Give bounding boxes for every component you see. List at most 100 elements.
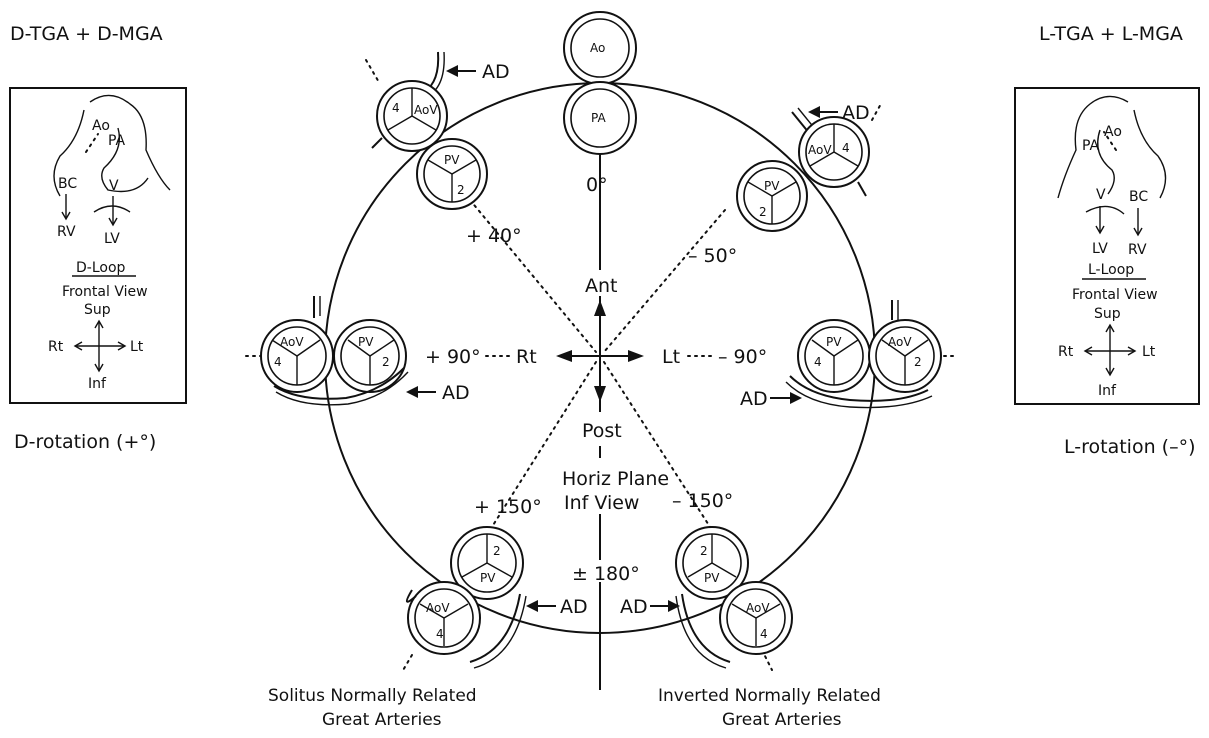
ad-duct-minus150 (681, 593, 731, 663)
angle-pm180: ± 180° (572, 563, 640, 585)
pv-comm-2-plus90: 2 (382, 355, 390, 369)
left-loop-label: D-Loop (76, 260, 126, 276)
plus150-axis (489, 361, 597, 531)
caption-inverted-line2: Great Arteries (722, 710, 842, 730)
post-label: Post (582, 420, 622, 442)
left-panel-frame (9, 87, 187, 404)
left-rt-label: Rt (48, 339, 64, 355)
post-arrowhead (594, 386, 606, 402)
caption-solitus-line2: Great Arteries (322, 710, 442, 730)
aov-label-plus150: AoV (426, 601, 450, 615)
title-l-tga: L-TGA + L-MGA (1039, 23, 1183, 45)
left-bc-label: BC (58, 176, 77, 192)
pv-comm-4-minus90: 4 (814, 355, 822, 369)
aov-comm-4-plus150: 4 (436, 627, 444, 641)
ad-label-plus40: AD (482, 61, 510, 83)
aov-comm-2-minus90: 2 (914, 355, 922, 369)
aov-comm-4-plus40: 4 (392, 101, 400, 115)
aov-comm-4-minus50: 4 (842, 141, 850, 155)
left-ao-label: Ao (92, 118, 110, 134)
aov-label-plus40: AoV (414, 103, 438, 117)
right-view-label: Frontal View (1072, 287, 1158, 303)
ad-duct-plus150 (469, 593, 521, 663)
valves-minus50: AoV 4 PV 2 AD (736, 102, 870, 232)
ad-label-minus150: AD (620, 596, 648, 618)
ad-label-plus90: AD (442, 382, 470, 404)
angle-0: 0° (586, 174, 608, 196)
right-loop-label: L-Loop (1088, 262, 1134, 278)
pa-label-0deg: PA (591, 111, 606, 125)
pv-label-minus150: PV (704, 571, 720, 585)
pv-label-plus150: PV (480, 571, 496, 585)
pv-comm-2-minus50: 2 (759, 205, 767, 219)
aortic-valve-0deg (570, 18, 630, 78)
caption-solitus-line1: Solitus Normally Related (268, 686, 477, 706)
pv-comm-2-plus150: 2 (493, 544, 501, 558)
minus150-axis (603, 361, 713, 531)
lt-label: Lt (662, 346, 680, 368)
pv-comm-2-plus40: 2 (457, 183, 465, 197)
left-lt-label: Lt (130, 339, 144, 355)
minus50-axis (603, 209, 726, 353)
left-view-label: Frontal View (62, 284, 148, 300)
aov-label-plus90: AoV (280, 335, 304, 349)
left-frontal-view-panel: Ao PA BC V RV LV D-Loop Frontal View Sup… (9, 87, 187, 404)
angle-plus90: + 90° (425, 346, 481, 368)
angle-minus90: – 90° (718, 346, 767, 368)
aov-comm-4-minus150: 4 (760, 627, 768, 641)
valves-minus150: 2 PV AoV 4 AD (620, 526, 793, 669)
ad-duct-plus90 (273, 367, 405, 400)
ad-duct-minus90 (789, 375, 929, 402)
valves-plus90: AoV 4 PV 2 AD (260, 296, 470, 406)
right-v-label: V (1096, 187, 1106, 203)
aov-label-minus150: AoV (746, 601, 770, 615)
left-inf-label: Inf (88, 376, 107, 392)
plus40-axis (469, 199, 597, 353)
aov-comm-4-plus90: 4 (274, 355, 282, 369)
angle-plus150: + 150° (474, 496, 542, 518)
angle-minus150: – 150° (672, 490, 733, 512)
left-lv-label: LV (104, 231, 120, 247)
ad-label-minus90: AD (740, 388, 768, 410)
left-rv-label: RV (57, 224, 76, 240)
right-heart-outline (1057, 95, 1129, 199)
valves-plus40: 4 AoV PV 2 AD (371, 51, 510, 210)
right-lv-label: LV (1092, 241, 1108, 257)
right-rv-label: RV (1128, 242, 1147, 258)
aov-label-minus90: AoV (888, 335, 912, 349)
pv-comm-2-minus150: 2 (700, 544, 708, 558)
aov-label-minus50: AoV (808, 143, 832, 157)
pv-label-minus50: PV (764, 179, 780, 193)
right-pa-label: PA (1082, 138, 1100, 154)
ant-arrowhead (594, 300, 606, 316)
title-d-tga: D-TGA + D-MGA (10, 23, 163, 45)
right-inf-label: Inf (1098, 383, 1117, 399)
left-sup-label: Sup (84, 302, 111, 318)
lt-arrowhead (628, 350, 644, 362)
right-bc-label: BC (1129, 189, 1148, 205)
valves-plus150: 2 PV AoV 4 AD (405, 526, 588, 669)
ad-label-plus150: AD (560, 596, 588, 618)
right-ao-label: Ao (1104, 124, 1122, 140)
view-label: Inf View (564, 492, 639, 514)
angle-minus50: – 50° (688, 245, 737, 267)
caption-inverted-line1: Inverted Normally Related (658, 686, 881, 706)
rt-label: Rt (516, 346, 537, 368)
angle-plus40: + 40° (466, 225, 522, 247)
pv-label-plus90: PV (358, 335, 374, 349)
rt-arrowhead (556, 350, 572, 362)
plane-label: Horiz Plane (562, 468, 669, 490)
ad-label-minus50: AD (842, 102, 870, 124)
left-pa-label: PA (108, 133, 126, 149)
right-lt-label: Lt (1142, 344, 1156, 360)
valves-0deg: Ao PA (563, 11, 637, 155)
right-rt-label: Rt (1058, 344, 1074, 360)
pv-label-minus90: PV (826, 335, 842, 349)
ao-label-0deg: Ao (590, 41, 605, 55)
caption-l-rotation: L-rotation (–°) (1064, 436, 1195, 458)
right-sup-label: Sup (1094, 306, 1121, 322)
caption-d-rotation: D-rotation (+°) (14, 431, 156, 453)
valves-minus90: PV 4 AoV 2 AD (740, 300, 942, 410)
